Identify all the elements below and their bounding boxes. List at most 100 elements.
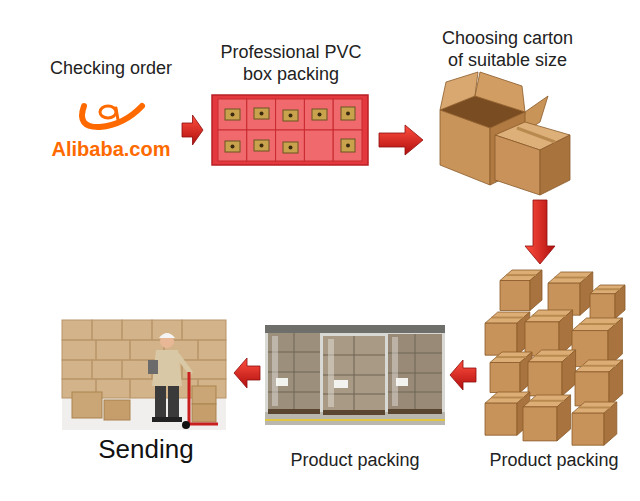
carton-cube: [525, 310, 573, 356]
delivery-photo: [62, 340, 96, 360]
carton-boxes: [540, 135, 570, 195]
step-caption: Professional PVC box packing: [211, 42, 371, 85]
box-pile: [485, 270, 625, 445]
pvc-box: [341, 107, 355, 120]
pallets-photo: [328, 339, 334, 407]
carton-cube: [572, 413, 604, 445]
pvc-box: [276, 130, 305, 161]
pvc-box: [346, 144, 350, 148]
carton-cube: [578, 406, 610, 408]
pallets-photo: [323, 410, 385, 415]
process-step: Choosing carton of suitable size: [425, 26, 590, 198]
delivery-photo: [192, 404, 216, 422]
delivery-photo: [152, 320, 182, 340]
pvc-box: [318, 113, 322, 117]
carton-boxes: [495, 135, 540, 195]
pvc-box: [231, 145, 235, 149]
pvc-box: [346, 112, 350, 116]
pallets-photo: [294, 333, 295, 409]
carton-cube: [500, 270, 542, 311]
pallets-photo: [392, 337, 398, 406]
delivery-photo: [188, 372, 191, 424]
carton-cube: [562, 350, 576, 396]
step-caption: Choosing carton of suitable size: [433, 28, 583, 71]
pallets-photo: [268, 409, 442, 415]
pvc-box: [283, 110, 298, 121]
pvc-box: [218, 99, 247, 130]
delivery-photo: [72, 392, 102, 418]
delivery-photo: [96, 340, 130, 360]
pvc-box: [304, 99, 333, 130]
pvc-box: [212, 95, 368, 165]
carton-cube: [523, 395, 571, 441]
carton-boxes: [475, 72, 525, 112]
carton-cube: [528, 350, 576, 396]
logo-text: Alibaba.com: [42, 137, 180, 161]
carton-cube: [557, 395, 571, 441]
delivery-photo: [160, 334, 174, 348]
pvc-box: [247, 130, 276, 161]
carton-cube: [559, 310, 573, 356]
pvc-box: [289, 146, 293, 150]
step-caption: Sending: [60, 434, 232, 465]
step-caption: Checking order: [42, 58, 180, 80]
pvc-box: [276, 99, 305, 130]
process-step: Professional PVC box packing: [205, 40, 377, 168]
delivery-photo: [189, 423, 218, 426]
carton-cube: [506, 274, 536, 276]
delivery-photo: [62, 320, 226, 430]
carton-cube: [490, 352, 532, 393]
carton-boxes: [440, 72, 570, 195]
carton-boxes: [440, 72, 478, 110]
pallets-photo: [268, 409, 320, 414]
carton-cube: [485, 403, 517, 435]
delivery-photo: [92, 320, 122, 340]
pallets-photo: [276, 378, 408, 388]
pvc-box: [254, 140, 269, 151]
carton-cube: [572, 402, 617, 445]
carton-cube: [530, 400, 564, 402]
delivery-photo: [122, 320, 152, 340]
delivery-photo: [167, 417, 182, 422]
carton-cube: [604, 402, 617, 445]
pvc-box: [304, 130, 333, 161]
pvc-box: [341, 139, 355, 152]
delivery-photo: [122, 360, 152, 379]
carton-cube: [528, 362, 562, 396]
pallets-photo: [415, 334, 416, 409]
pvc-box: [225, 107, 355, 153]
carton-cube: [608, 318, 622, 367]
pallets-photo: [388, 409, 442, 414]
carton-cube: [595, 288, 620, 290]
pvc-box: [283, 142, 298, 153]
pvc-box: [231, 112, 351, 150]
carton-cube: [485, 323, 517, 355]
step-caption: Product packing: [478, 450, 630, 472]
carton-cube: [575, 372, 609, 406]
delivery-photo: [62, 360, 92, 379]
carton-cube: [590, 285, 625, 319]
pvc-box: [333, 130, 362, 161]
pallets-photo: [354, 336, 355, 410]
flow-arrow: [234, 358, 260, 388]
alibaba-logo: [116, 108, 118, 120]
delivery-photo: [62, 320, 92, 340]
carton-cube: [590, 294, 615, 319]
carton-cube: [582, 365, 616, 367]
carton-boxes: [517, 128, 555, 142]
carton-cube: [491, 396, 523, 398]
pallets-photo: [272, 336, 398, 407]
pallets-photo: [272, 336, 278, 406]
process-step: Product packing: [478, 266, 630, 476]
delivery-photo: [159, 333, 175, 338]
alibaba-logo: [82, 106, 142, 127]
carton-cube: [500, 281, 530, 311]
pallets-photo: [268, 333, 320, 409]
process-step: Product packing: [262, 322, 448, 476]
pvc-box: [254, 108, 269, 119]
flow-arrow: [525, 200, 555, 264]
pvc-box: [225, 109, 240, 120]
pvc-box: [218, 99, 362, 161]
carton-cube: [575, 360, 623, 406]
